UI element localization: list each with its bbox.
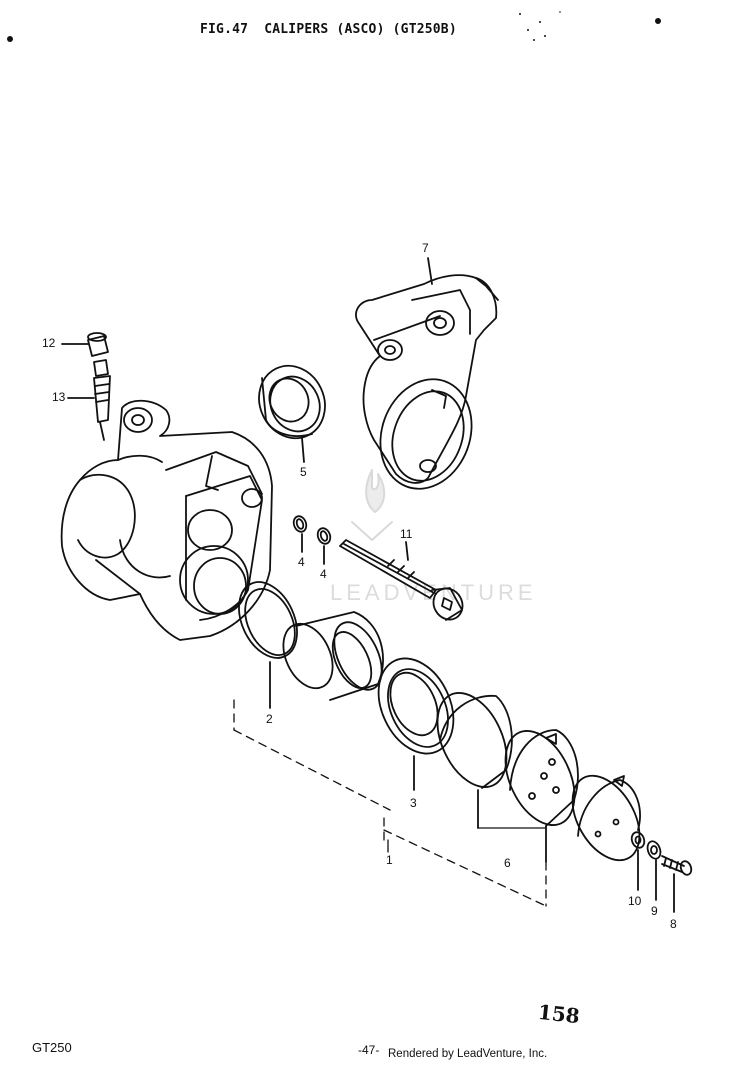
- piston-seal: [228, 573, 309, 708]
- bleeder-valve: [68, 360, 110, 440]
- callout-10: 10: [628, 894, 642, 908]
- caliper-pin-bolt: [340, 540, 468, 625]
- caliper-bracket: [356, 258, 498, 502]
- scan-dot: [7, 36, 13, 42]
- dust-boot: [247, 355, 336, 462]
- scan-speckle: [519, 11, 561, 41]
- figure-title: FIG.47 CALIPERS (ASCO) (GT250B): [200, 22, 457, 37]
- callout-5: 5: [300, 465, 307, 479]
- caliper-piston: [274, 612, 392, 700]
- o-rings: [292, 514, 333, 564]
- callout-4: 4: [320, 567, 327, 581]
- page-reference: -47-: [358, 1043, 380, 1057]
- rendered-by-credit: Rendered by LeadVenture, Inc.: [388, 1048, 548, 1060]
- callout-7: 7: [422, 241, 429, 255]
- pad-washer: [630, 830, 647, 890]
- caliper-body: [62, 401, 272, 640]
- callout-4: 4: [298, 555, 305, 569]
- callout-1: 1: [386, 853, 393, 867]
- watermark-emblem: [352, 470, 392, 540]
- page-number: 158: [536, 999, 581, 1029]
- watermark-text: LEADVENTURE: [330, 580, 537, 605]
- assembly-group-lines: [234, 700, 546, 906]
- callout-8: 8: [670, 917, 677, 931]
- callout-9: 9: [651, 904, 658, 918]
- spring-washer: [645, 839, 662, 900]
- pad-shim: [559, 764, 653, 872]
- scan-dot: [655, 18, 661, 24]
- pad-screw: [662, 856, 693, 912]
- callout-3: 3: [410, 796, 417, 810]
- bleeder-cap: [62, 333, 108, 356]
- callout-11: 11: [400, 527, 413, 541]
- brake-pad-inner: [424, 682, 521, 828]
- piston-dust-seal: [364, 646, 468, 790]
- callout-6: 6: [504, 856, 511, 870]
- brake-pad-outer: [492, 720, 589, 862]
- callout-12: 12: [42, 336, 56, 350]
- callout-2: 2: [266, 712, 273, 726]
- model-label: GT250: [32, 1040, 72, 1055]
- callout-13: 13: [52, 390, 66, 404]
